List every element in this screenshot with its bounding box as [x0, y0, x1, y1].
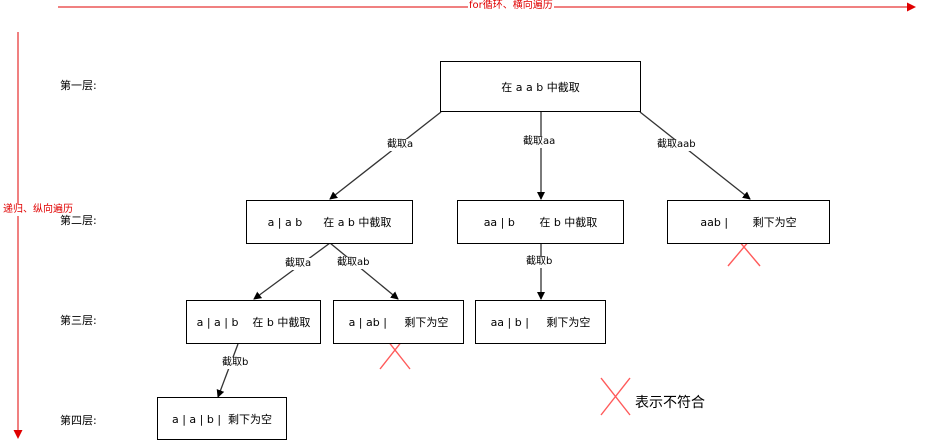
- edge-l2a-to-a: [253, 242, 331, 300]
- edge-l2a-to-ab: [329, 242, 399, 300]
- node-level2-aa: aa | b 在 b 中截取: [457, 200, 624, 244]
- edge-label-l2a-a: 截取a: [284, 258, 313, 270]
- node-level3-a-ab: a | ab | 剩下为空: [333, 300, 464, 344]
- vertical-axis-label: 递归、纵向遍历: [2, 204, 74, 216]
- edge-label-l2a-ab: 截取ab: [336, 257, 371, 269]
- node-root: 在 a a b 中截取: [440, 61, 641, 112]
- layer-label-2: 第二层:: [60, 214, 97, 227]
- legend-invalid-mark-icon: [600, 377, 631, 416]
- edge-label-l3-b: 截取b: [221, 357, 250, 369]
- edge-label-l2aa-b: 截取b: [525, 256, 554, 268]
- edge-root-to-a: [329, 111, 442, 200]
- node-level3-a-a: a | a | b 在 b 中截取: [186, 300, 321, 344]
- legend-text: 表示不符合: [635, 395, 705, 411]
- layer-label-3: 第三层:: [60, 314, 97, 327]
- edge-label-root-aab: 截取aab: [656, 139, 697, 151]
- node-level3-aa-b: aa | b | 剩下为空: [475, 300, 606, 344]
- node-level4: a | a | b | 剩下为空: [157, 397, 287, 440]
- layer-label-4: 第四层:: [60, 414, 97, 427]
- edge-root-to-aab: [639, 111, 751, 200]
- edge-l3-to-b: [216, 343, 239, 398]
- node-level2-aab: aab | 剩下为空: [667, 200, 830, 244]
- edge-label-root-a: 截取a: [386, 139, 415, 151]
- edge-label-root-aa: 截取aa: [522, 136, 557, 148]
- node-level2-a: a | a b 在 a b 中截取: [246, 200, 413, 244]
- horizontal-axis-label: for循环、横向遍历: [468, 0, 554, 12]
- layer-label-1: 第一层:: [60, 79, 97, 92]
